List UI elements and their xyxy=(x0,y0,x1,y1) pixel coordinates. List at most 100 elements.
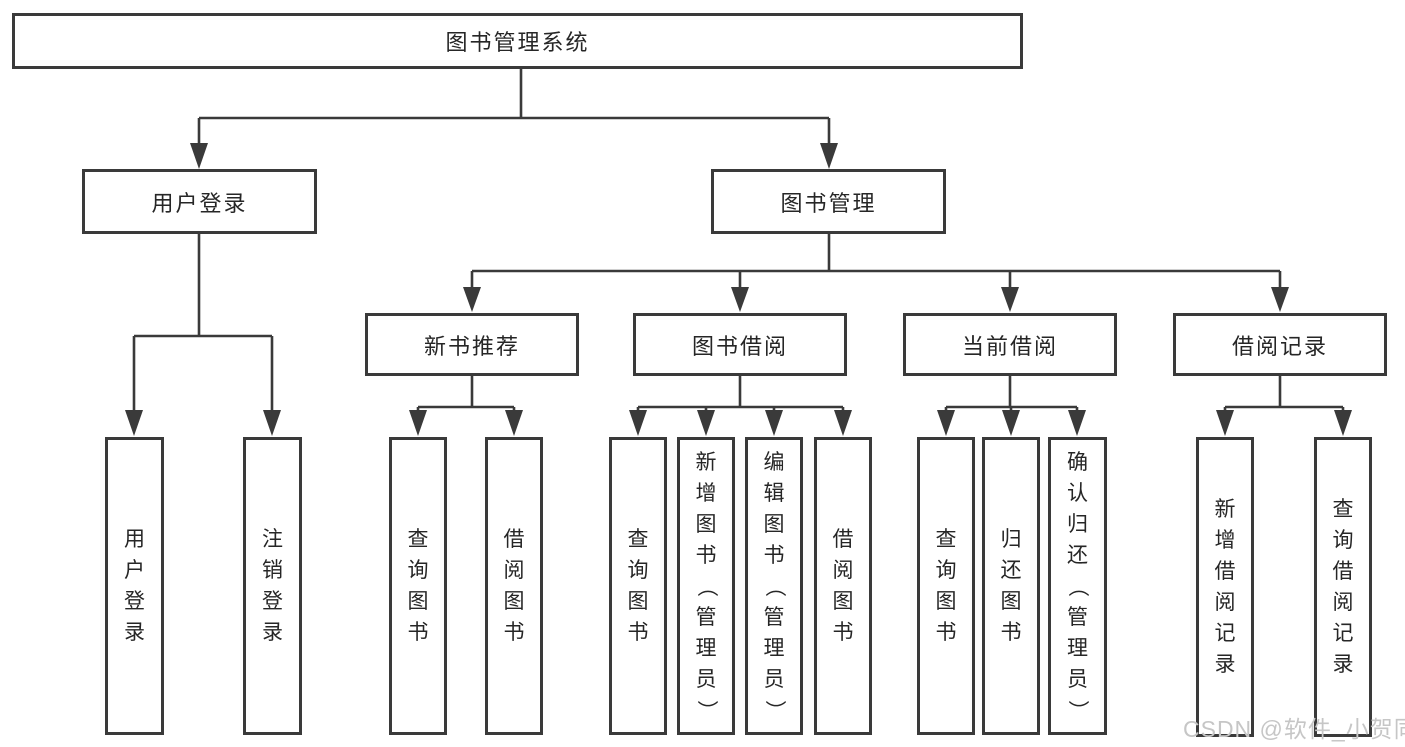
vertical-char: 图 xyxy=(503,590,525,613)
vertical-char: 查 xyxy=(407,528,429,551)
vertical-char: 询 xyxy=(1332,529,1354,552)
leaf-add-borrow-record: 新增借阅记录 xyxy=(1196,437,1254,737)
vertical-char: 阅 xyxy=(503,559,525,582)
vertical-char: 新 xyxy=(695,450,717,474)
node-book-borrow: 图书借阅 xyxy=(633,313,847,376)
leaf-query-books-borrow: 查询图书 xyxy=(609,437,667,735)
vertical-char: ） xyxy=(1066,699,1089,721)
vertical-char: 书 xyxy=(503,621,525,644)
node-new-book-recommend: 新书推荐 xyxy=(365,313,579,376)
vertical-char: 理 xyxy=(1067,636,1088,660)
vertical-char: 图 xyxy=(763,512,785,536)
node-borrow-records: 借阅记录 xyxy=(1173,313,1387,376)
node-user-login: 用户登录 xyxy=(82,169,317,234)
vertical-char: 阅 xyxy=(1214,591,1236,614)
vertical-char: 阅 xyxy=(832,559,854,582)
vertical-char: 还 xyxy=(1000,559,1022,582)
vertical-char: 书 xyxy=(935,621,957,644)
leaf-query-borrow-record: 查询借阅记录 xyxy=(1314,437,1372,737)
vertical-char: 借 xyxy=(503,528,525,551)
node-root-label: 图书管理系统 xyxy=(445,30,590,55)
vertical-char: 理 xyxy=(763,636,785,660)
vertical-char: 销 xyxy=(262,559,283,582)
vertical-char: 图 xyxy=(407,590,429,613)
vertical-char: 询 xyxy=(627,559,649,582)
node-book-management-label: 图书管理 xyxy=(780,190,877,216)
vertical-char: 归 xyxy=(1000,528,1022,551)
vertical-char: 增 xyxy=(1214,529,1236,552)
vertical-char: 查 xyxy=(1332,498,1354,521)
vertical-char: 查 xyxy=(935,528,957,551)
vertical-char: 记 xyxy=(1332,622,1354,645)
vertical-char: 书 xyxy=(763,543,785,567)
node-book-borrow-label: 图书借阅 xyxy=(691,333,788,359)
vertical-char: 图 xyxy=(935,590,957,613)
vertical-char: （ xyxy=(694,575,718,597)
vertical-char: 还 xyxy=(1067,543,1088,567)
vertical-char: （ xyxy=(1066,575,1089,597)
node-borrow-records-label: 借阅记录 xyxy=(1231,333,1328,359)
vertical-char: 管 xyxy=(763,605,785,629)
leaf-query-books-current: 查询图书 xyxy=(917,437,975,735)
vertical-char: 确 xyxy=(1067,450,1088,474)
node-current-borrow: 当前借阅 xyxy=(903,313,1117,376)
vertical-char: 增 xyxy=(695,481,717,505)
leaf-user-login: 用户登录 xyxy=(105,437,164,735)
node-user-login-label: 用户登录 xyxy=(151,190,248,216)
vertical-char: 新 xyxy=(1214,498,1236,521)
vertical-char: 录 xyxy=(1214,653,1236,676)
vertical-char: 户 xyxy=(124,559,145,582)
leaf-borrow-books-recommend: 借阅图书 xyxy=(485,437,543,735)
leaf-confirm-return-admin: 确认归还 （ 管理员 ） xyxy=(1048,437,1107,735)
vertical-char: 辑 xyxy=(763,481,785,505)
vertical-char: 书 xyxy=(695,543,717,567)
vertical-char: 管 xyxy=(1067,605,1088,629)
vertical-char: 编 xyxy=(763,450,785,474)
vertical-char: 借 xyxy=(832,528,854,551)
leaf-edit-book-admin: 编辑图书 （ 管理员 ） xyxy=(745,437,803,735)
vertical-char: 图 xyxy=(1000,590,1022,613)
vertical-char: 询 xyxy=(935,559,957,582)
leaf-borrow-books-borrow: 借阅图书 xyxy=(814,437,872,735)
vertical-char: 书 xyxy=(832,621,854,644)
vertical-char: 管 xyxy=(695,605,717,629)
vertical-char: 询 xyxy=(407,559,429,582)
vertical-char: 员 xyxy=(1067,667,1088,691)
vertical-char: 归 xyxy=(1067,512,1088,536)
vertical-char: 注 xyxy=(262,528,283,551)
vertical-char: 查 xyxy=(627,528,649,551)
vertical-char: ） xyxy=(694,699,718,721)
vertical-char: 登 xyxy=(262,590,283,613)
vertical-char: 登 xyxy=(124,590,145,613)
vertical-char: 阅 xyxy=(1332,591,1354,614)
vertical-char: 借 xyxy=(1332,560,1354,583)
leaf-logout: 注销登录 xyxy=(243,437,302,735)
vertical-char: 用 xyxy=(124,528,145,551)
vertical-char: 书 xyxy=(407,621,429,644)
watermark: CSDN @软件_小贺同学 xyxy=(1183,716,1405,742)
vertical-char: 理 xyxy=(695,636,717,660)
vertical-char: 录 xyxy=(262,621,283,644)
vertical-char: 书 xyxy=(1000,621,1022,644)
vertical-char: 借 xyxy=(1214,560,1236,583)
vertical-char: 录 xyxy=(124,621,145,644)
vertical-char: 录 xyxy=(1332,653,1354,676)
vertical-char: ） xyxy=(762,699,786,721)
node-book-management: 图书管理 xyxy=(711,169,946,234)
vertical-char: 记 xyxy=(1214,622,1236,645)
vertical-char: 员 xyxy=(695,667,717,691)
vertical-char: 图 xyxy=(695,512,717,536)
vertical-char: 书 xyxy=(627,621,649,644)
node-root: 图书管理系统 xyxy=(12,13,1023,69)
vertical-char: 认 xyxy=(1067,481,1088,505)
leaf-return-book: 归还图书 xyxy=(982,437,1040,735)
node-current-borrow-label: 当前借阅 xyxy=(961,333,1058,359)
vertical-char: 员 xyxy=(763,667,785,691)
vertical-char: 图 xyxy=(832,590,854,613)
vertical-char: 图 xyxy=(627,590,649,613)
leaf-query-books-recommend: 查询图书 xyxy=(389,437,447,735)
node-new-book-recommend-label: 新书推荐 xyxy=(423,333,520,359)
vertical-char: （ xyxy=(762,575,786,597)
